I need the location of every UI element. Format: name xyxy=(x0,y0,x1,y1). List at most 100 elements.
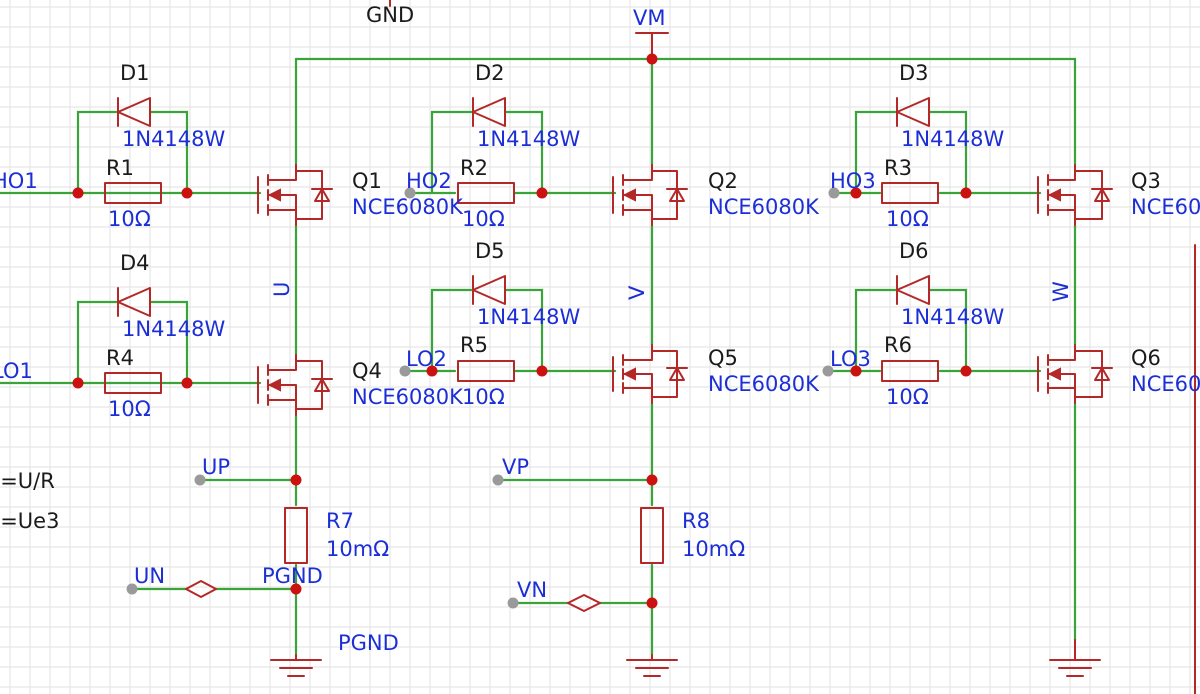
mosfet-ref-label: Q2 xyxy=(708,169,738,193)
mosfet-ref-label: Q3 xyxy=(1131,169,1161,193)
resistor-ref-label: R8 xyxy=(682,509,710,533)
pgnd-mid-label: PGND xyxy=(262,564,323,588)
mosfet-value-label: NCE60 xyxy=(1131,372,1200,396)
body-diode-symbol xyxy=(1094,367,1110,381)
ho3-net-label: HO3 xyxy=(830,169,876,193)
mosfet-value-label: NCE6080K xyxy=(708,372,820,396)
resistor-r5: R5 10Ω xyxy=(457,333,515,409)
d5-left-wire xyxy=(430,288,475,373)
net-pin-dot[interactable] xyxy=(822,365,834,377)
formula-note-2: I=Ue3 xyxy=(0,509,59,533)
junction-dot xyxy=(536,365,548,377)
resistor-value-label: 10mΩ xyxy=(682,537,745,561)
diode-symbol xyxy=(117,97,151,127)
resistor-ref-label: R7 xyxy=(326,509,354,533)
mosfet-channel-arrow xyxy=(1047,188,1061,202)
body-diode-symbol xyxy=(314,378,330,392)
resistor-body xyxy=(457,360,515,382)
w-phase-label: W xyxy=(1049,281,1073,302)
un-net-port xyxy=(185,580,217,598)
d6-left-wire xyxy=(854,288,899,373)
resistor-ref-label: R4 xyxy=(106,346,134,370)
ho2-net-label: HO2 xyxy=(406,169,452,193)
net-pin-dot[interactable] xyxy=(828,187,840,199)
pgnd-symbol-u xyxy=(270,654,322,677)
resistor-ref-label: R5 xyxy=(460,333,488,357)
resistor-body xyxy=(284,507,308,564)
diode-symbol xyxy=(472,275,506,305)
junction-dot xyxy=(290,583,302,595)
resistor-value-label: 10Ω xyxy=(462,207,505,231)
diode-symbol xyxy=(472,97,506,127)
mosfet-value-label: NCE6080K xyxy=(708,195,820,219)
resistor-value-label: 10Ω xyxy=(462,385,505,409)
power-symbols xyxy=(185,0,1196,694)
mosfet-channel-arrow xyxy=(622,367,636,381)
hi1-net-label: HO1 xyxy=(0,169,38,193)
resistor-ref-label: R6 xyxy=(884,333,912,357)
d4-left-wire xyxy=(76,300,120,385)
resistor-body xyxy=(104,182,162,204)
up-net-label: UP xyxy=(202,455,230,479)
lo3-net-label: LO3 xyxy=(830,347,871,371)
d6-right-wire xyxy=(927,288,968,373)
lo2-net-label: LO2 xyxy=(406,347,447,371)
d1-left-wire xyxy=(76,110,120,195)
net-pin-dot[interactable] xyxy=(492,474,504,486)
resistor-r8: R8 10mΩ xyxy=(640,507,745,564)
d1-right-wire xyxy=(148,110,189,195)
junction-dot xyxy=(72,187,84,199)
junction-dot xyxy=(181,187,193,199)
vn-net-port xyxy=(567,594,601,612)
resistor-body xyxy=(104,372,162,394)
diode-symbol xyxy=(117,287,151,317)
labels: GND VM HO1 LO1 HO2 LO2 HO3 LO3 U V W UP … xyxy=(0,3,1073,655)
d5-right-wire xyxy=(503,288,544,373)
diode-ref-label: D5 xyxy=(475,239,505,263)
d2-right-wire xyxy=(503,110,544,195)
net-pin-dot[interactable] xyxy=(399,365,411,377)
mosfet-value-label: NCE6080K xyxy=(352,195,464,219)
lo1-net-label: LO1 xyxy=(0,359,33,383)
vp-net-label: VP xyxy=(502,455,529,479)
net-pin-dot[interactable] xyxy=(194,474,206,486)
diode-symbol xyxy=(896,275,930,305)
mosfet-ref-label: Q1 xyxy=(352,169,382,193)
diode-value-label: 1N4148W xyxy=(477,127,581,151)
junction-dot xyxy=(646,474,658,486)
net-pin-dot[interactable] xyxy=(404,187,416,199)
pgnd-symbol-v xyxy=(626,654,678,677)
resistor-body xyxy=(457,182,515,204)
net-pins xyxy=(126,187,840,609)
gnd-label: GND xyxy=(366,3,414,27)
pgnd-u-label: PGND xyxy=(338,631,399,655)
resistor-value-label: 10mΩ xyxy=(326,537,389,561)
junction-dot xyxy=(960,365,972,377)
junction-dot xyxy=(290,474,302,486)
junction-dot xyxy=(181,377,193,389)
resistor-r7: R7 10mΩ xyxy=(284,507,389,564)
d2-left-wire xyxy=(430,110,475,195)
mosfet-ref-label: Q5 xyxy=(708,346,738,370)
net-pin-dot[interactable] xyxy=(507,597,519,609)
diodes: D11N4148WD21N4148WD31N4148WD41N4148WD51N… xyxy=(117,61,1005,341)
d3-left-wire xyxy=(854,110,899,195)
d3-right-wire xyxy=(927,110,968,195)
body-diode-symbol xyxy=(669,188,685,202)
body-diode-symbol xyxy=(314,188,330,202)
vm-rail-wire xyxy=(294,57,1077,167)
net-pin-dot[interactable] xyxy=(126,583,138,595)
diode-symbol xyxy=(896,97,930,127)
body-diode-symbol xyxy=(669,367,685,381)
u-phase-label: U xyxy=(270,282,294,297)
